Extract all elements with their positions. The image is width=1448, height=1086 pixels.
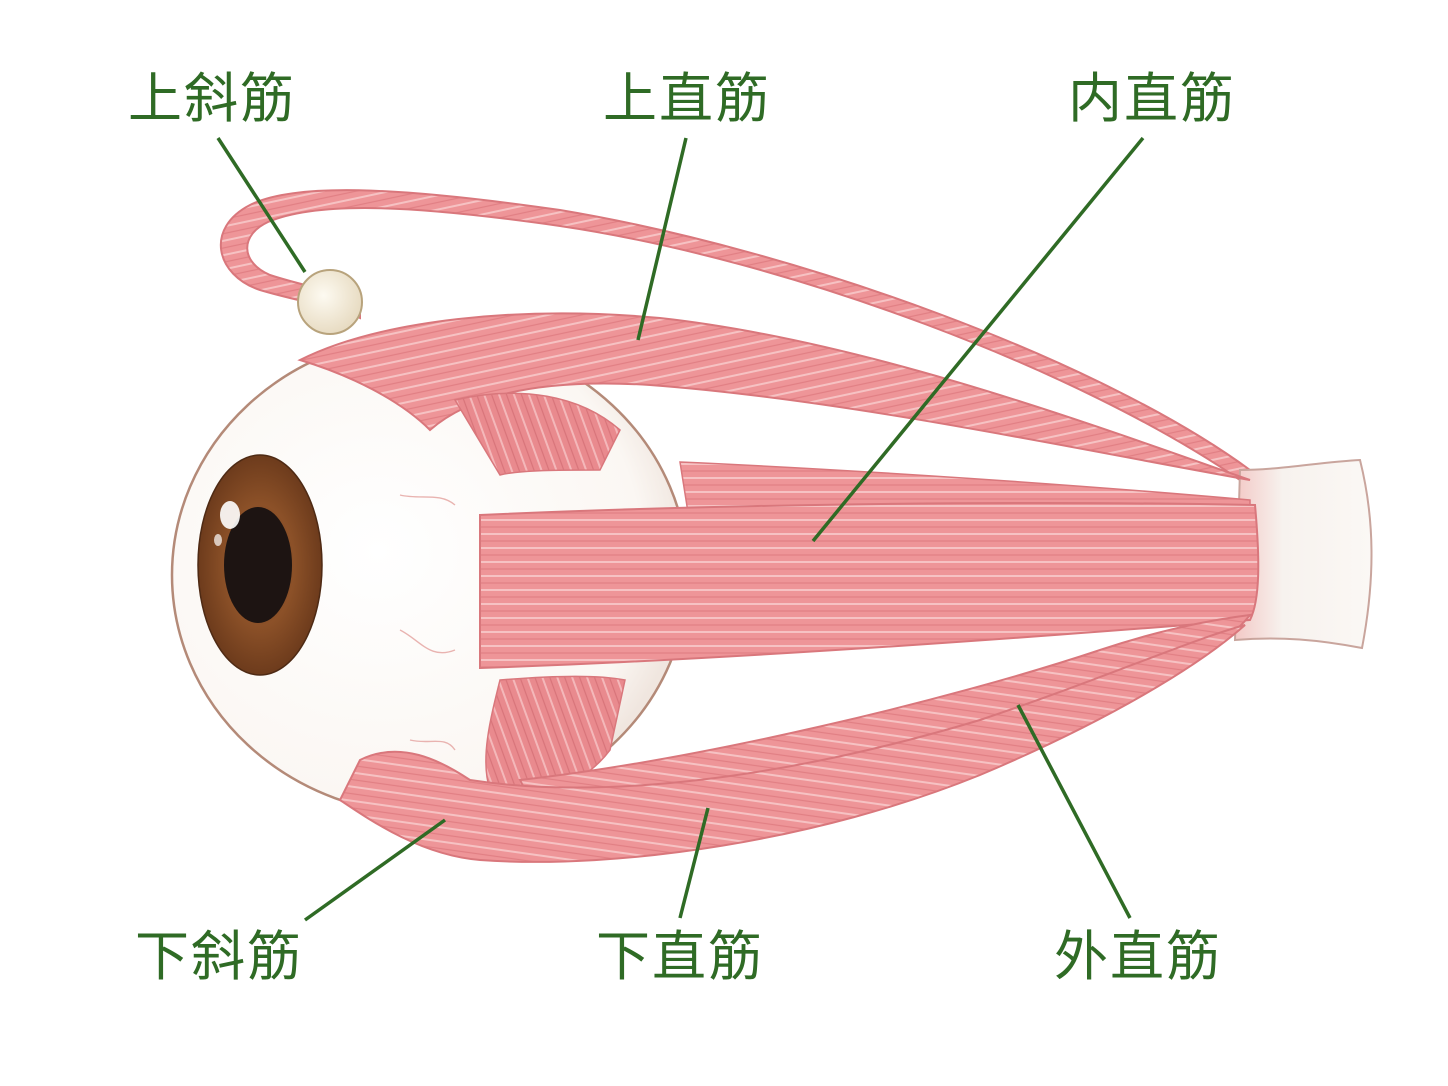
superior-oblique-muscle: [219, 189, 1252, 482]
leader-lines: [216, 136, 1145, 922]
iris: [197, 454, 323, 676]
inferior-oblique-muscle: [338, 624, 1246, 863]
pupil: [224, 507, 292, 623]
leader-superior-rectus: [636, 137, 688, 341]
label-lateral-rectus: 外直筋: [1054, 925, 1222, 988]
upper-rear-muscle: [453, 392, 621, 476]
trochlea: [297, 269, 363, 335]
leader-lateral-rectus: [1016, 704, 1132, 919]
leader-medial-rectus: [811, 136, 1145, 543]
optic-nerve: [1233, 458, 1373, 650]
leader-inferior-rectus: [678, 807, 710, 919]
label-inferior-oblique: 下斜筋: [135, 925, 303, 988]
eye-highlight: [220, 501, 240, 529]
label-superior-rectus: 上直筋: [603, 67, 771, 130]
label-medial-rectus: 内直筋: [1068, 67, 1236, 130]
label-superior-oblique: 上斜筋: [128, 67, 296, 130]
label-inferior-rectus: 下直筋: [596, 925, 764, 988]
leader-inferior-oblique: [303, 818, 447, 922]
superior-rectus-muscle: [297, 312, 1251, 481]
medial-rectus-muscle: [479, 502, 1260, 670]
leader-superior-oblique: [216, 137, 307, 273]
